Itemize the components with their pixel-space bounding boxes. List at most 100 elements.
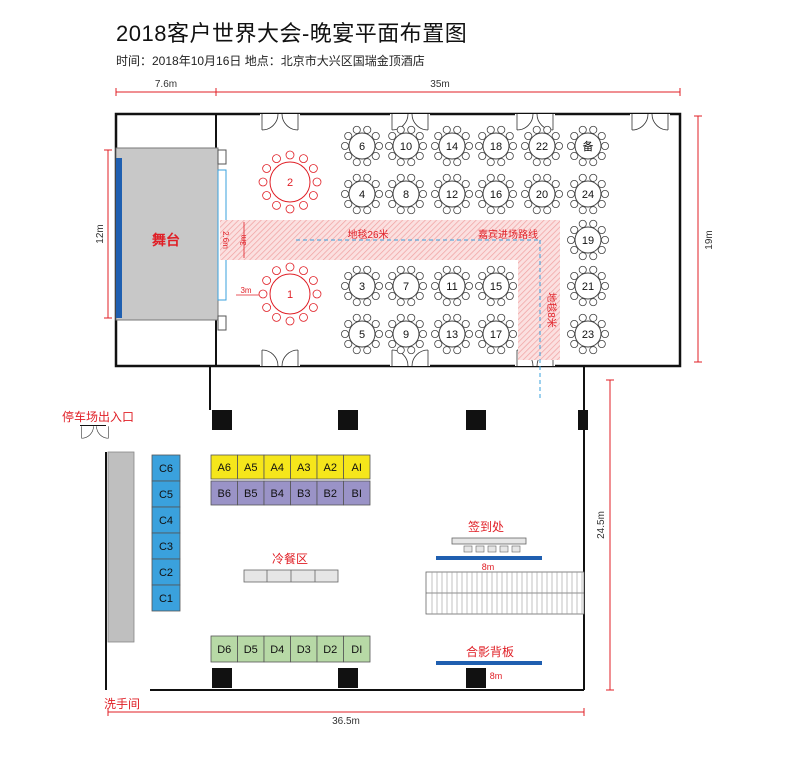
- photo-wall: [436, 661, 542, 665]
- booth: A6: [210, 454, 238, 480]
- table-number: 1: [287, 289, 293, 301]
- banquet-table: 19: [567, 219, 610, 261]
- table-number: 2: [287, 177, 293, 189]
- booth: A3: [290, 454, 318, 480]
- booth: D5: [237, 635, 265, 663]
- banquet-table: 16: [474, 173, 517, 215]
- dim-right-lower: 24.5m: [596, 511, 607, 539]
- table-number: 17: [490, 329, 502, 341]
- vip-route-label: 嘉宾进场路线: [478, 228, 538, 241]
- booth-label: B5: [244, 488, 257, 500]
- booth: AI: [343, 454, 371, 480]
- booth-label: C1: [159, 593, 173, 605]
- table-number: 14: [446, 141, 458, 153]
- signin-label: 签到处: [468, 519, 504, 534]
- dimension-lines: [104, 88, 702, 716]
- booth: D3: [290, 635, 318, 663]
- carpet-vertical-label: 地毯8米: [545, 292, 558, 328]
- table-number: 18: [490, 141, 502, 153]
- table-number: 4: [359, 189, 365, 201]
- booth-label: A6: [218, 462, 231, 474]
- banquet-table: 8: [384, 173, 427, 215]
- banquet-table: 14: [430, 125, 473, 167]
- dim-bottom: 36.5m: [332, 716, 360, 727]
- table-number: 22: [536, 141, 548, 153]
- banquet-table: 5: [340, 313, 383, 355]
- booth-label: B2: [324, 488, 337, 500]
- carpet-label: 地毯26米: [347, 228, 388, 241]
- banquet-table: 17: [474, 313, 517, 355]
- booth: D2: [316, 635, 344, 663]
- booth: C1: [151, 584, 181, 612]
- signin-width-label: 8m: [482, 562, 495, 572]
- banquet-table: 6: [340, 125, 383, 167]
- banquet-table: 10: [384, 125, 427, 167]
- parking-entry-label: 停车场出入口: [62, 409, 134, 424]
- table-number: 19: [582, 235, 594, 247]
- dim-stage-gap-1: 2.6m: [221, 231, 230, 249]
- banquet-table: 24: [567, 173, 610, 215]
- banquet-table: 23: [567, 313, 610, 355]
- booth-label: C6: [159, 463, 173, 475]
- table-number: 3: [359, 281, 365, 293]
- pillars: [212, 410, 588, 688]
- booth-label: D4: [270, 644, 284, 656]
- booth: B3: [290, 480, 318, 506]
- booth-label: C2: [159, 567, 173, 579]
- banquet-table: 22: [521, 125, 564, 167]
- table-number: 5: [359, 329, 365, 341]
- booth-label: A4: [271, 462, 284, 474]
- booth-label: D3: [297, 644, 311, 656]
- booth: C2: [151, 558, 181, 586]
- banquet-table: 15: [474, 265, 517, 307]
- banquet-table: 9: [384, 313, 427, 355]
- booth-label: AI: [352, 462, 362, 474]
- banquet-table: 20: [521, 173, 564, 215]
- booth-label: B3: [297, 488, 310, 500]
- table-number: 21: [582, 281, 594, 293]
- booth: B5: [237, 480, 265, 506]
- banquet-table: 21: [567, 265, 610, 307]
- booth-label: C3: [159, 541, 173, 553]
- banquet-table: 18: [474, 125, 517, 167]
- booth: DI: [343, 635, 371, 663]
- booth-label: C4: [159, 515, 173, 527]
- banquet-table: 4: [340, 173, 383, 215]
- booth: BI: [343, 480, 371, 506]
- table-number: 10: [400, 141, 412, 153]
- dim-right: 19m: [704, 230, 715, 249]
- booth: A4: [263, 454, 291, 480]
- signin-desk: [436, 537, 542, 560]
- booth: D6: [210, 635, 238, 663]
- table-number: 7: [403, 281, 409, 293]
- booth-label: D6: [217, 644, 231, 656]
- parking-door: [80, 426, 110, 440]
- booth: A2: [316, 454, 344, 480]
- booth-label: A5: [244, 462, 257, 474]
- banquet-table: 11: [430, 265, 473, 307]
- banquet-table: 1: [258, 262, 322, 326]
- table-number: 13: [446, 329, 458, 341]
- cold-food-area: [243, 569, 339, 583]
- photo-wall-label: 合影背板: [466, 644, 514, 659]
- side-strip: [107, 451, 135, 643]
- table-number: 15: [490, 281, 502, 293]
- booth: D4: [263, 635, 291, 663]
- booth: B2: [316, 480, 344, 506]
- table-number: 8: [403, 189, 409, 201]
- dim-left: 12m: [95, 224, 106, 243]
- dim-stage-gap-2: 3m: [239, 234, 248, 245]
- banquet-table: 7: [384, 265, 427, 307]
- table-number: 23: [582, 329, 594, 341]
- booth-label: A3: [297, 462, 310, 474]
- page-title: 2018客户世界大会-晚宴平面布置图: [116, 21, 468, 46]
- booth-label: DI: [351, 644, 362, 656]
- booth-label: B4: [271, 488, 284, 500]
- booth-label: B6: [218, 488, 231, 500]
- banquet-table: 2: [258, 150, 322, 214]
- staircase: [425, 571, 585, 615]
- table-number: 11: [446, 281, 457, 293]
